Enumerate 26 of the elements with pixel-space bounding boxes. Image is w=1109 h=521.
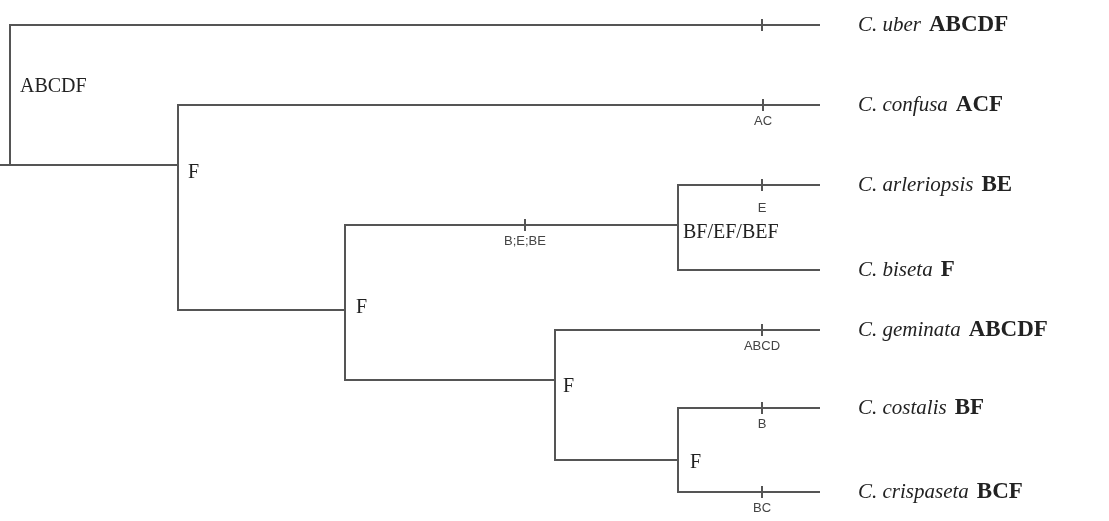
species-name: C. geminata xyxy=(858,317,961,341)
species-name: C. confusa xyxy=(858,92,948,116)
character-states: ABCDF xyxy=(929,11,1009,36)
character-states: BCF xyxy=(976,478,1023,503)
character-states: ACF xyxy=(955,91,1004,116)
edge-label: AC xyxy=(753,114,773,128)
ancestral-state-label: F xyxy=(690,450,702,472)
edge-label: E xyxy=(757,201,767,215)
ancestral-state-label: BF/EF/BEF xyxy=(683,220,779,242)
species-name: C. biseta xyxy=(858,257,933,281)
species-name: C. costalis xyxy=(858,395,947,419)
character-states: F xyxy=(940,256,955,281)
character-states: BE xyxy=(981,171,1013,196)
species-name: C. uber xyxy=(858,12,921,36)
ancestral-state-label: F xyxy=(563,374,575,396)
edge-label: B;E;BE xyxy=(504,234,546,248)
species-name: C. crispaseta xyxy=(858,479,969,503)
character-states: ABCDF xyxy=(968,316,1048,341)
edge-label: B xyxy=(757,417,767,431)
ancestral-state-label: F xyxy=(356,295,368,317)
edge-label: ABCD xyxy=(743,339,781,353)
ancestral-state-label: ABCDF xyxy=(20,74,87,96)
ancestral-state-label: F xyxy=(188,160,200,182)
character-states: BF xyxy=(954,394,985,419)
species-name: C. arleriopsis xyxy=(858,172,974,196)
edge-label: BC xyxy=(752,501,772,515)
